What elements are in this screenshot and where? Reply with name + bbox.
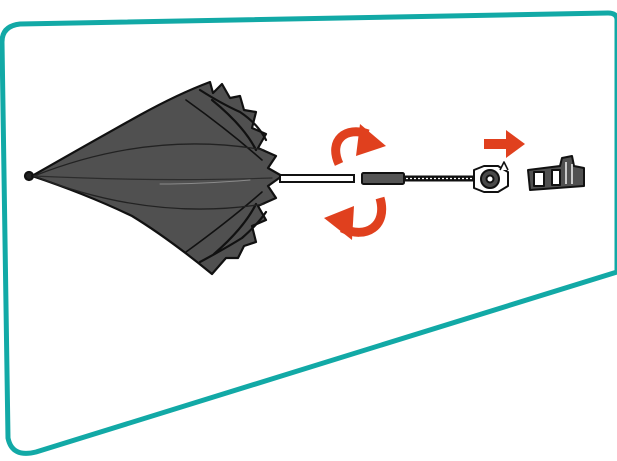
rotate-arrow-bottom <box>324 196 387 240</box>
arrow-right-icon <box>484 130 525 158</box>
shaft-connector <box>361 172 476 185</box>
umbrella-icon <box>23 80 284 276</box>
umbrella-shaft <box>279 174 355 183</box>
holder-knob <box>473 161 509 193</box>
frame-panel <box>0 10 617 456</box>
rotate-arrow-top <box>331 124 386 166</box>
rotate-arrows-icon <box>324 124 387 240</box>
clamp-icon <box>527 155 585 191</box>
